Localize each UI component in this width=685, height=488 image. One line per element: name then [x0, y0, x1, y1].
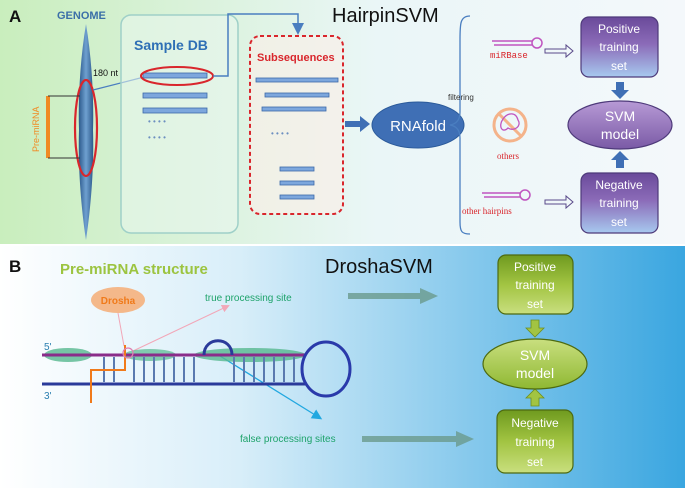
panel-b-svm-node: [482, 338, 588, 390]
subseq-6: [279, 194, 315, 200]
cleavage-site-marker: [122, 347, 134, 359]
db-sequence-3: [142, 107, 208, 114]
panel-b-negative-line-1: Negative: [511, 416, 559, 430]
panel-a-negative-line-3: set: [611, 215, 628, 229]
subseq-dots: • • • •: [271, 129, 289, 138]
subseq-1: [255, 77, 339, 83]
drosha-label: Drosha: [101, 296, 136, 307]
other-hairpins-label: other hairpins: [462, 206, 512, 216]
true-site-to-positive-arrow: [348, 288, 438, 304]
panel-a-svm-line-2: model: [601, 126, 639, 142]
panel-a-positive-line-1: Positive: [598, 22, 640, 36]
panel-a-svm-node: [567, 100, 673, 150]
panel-a-positive-line-3: set: [611, 59, 628, 73]
drosha-node: [91, 287, 145, 313]
nt-label: 180 nt: [93, 68, 119, 78]
false-site-arrow: [219, 355, 323, 420]
sample-db-label: Sample DB: [134, 37, 208, 53]
mirbase-to-positive-arrow: [544, 43, 574, 59]
false-site-to-negative-arrow: [362, 431, 474, 447]
others-forbidden-circle: [492, 107, 528, 143]
filtering-bracket: [449, 15, 471, 235]
mirbase-hairpin-loop: [531, 37, 543, 49]
true-site-label: true processing site: [205, 293, 292, 304]
genome-label: GENOME: [57, 10, 106, 22]
subseq-4: [279, 166, 315, 172]
false-site-label: false processing sites: [240, 434, 336, 445]
five-prime-label: 5': [44, 342, 52, 353]
panel-b-negative-to-svm-arrow: [525, 388, 545, 407]
db-dots-1: • • • •: [148, 117, 166, 126]
panel-b-positive-line-2: training: [515, 278, 554, 292]
drosha-pointer: [117, 312, 125, 347]
mirbase-label: miRBase: [490, 51, 528, 61]
panel-a-svm-line-1: SVM: [605, 108, 635, 124]
db-sequence-2: [142, 92, 208, 99]
subseq-3: [261, 106, 327, 112]
panel-b-negative-line-2: training: [515, 435, 554, 449]
true-site-arrow: [132, 304, 230, 352]
panel-b-positive-line-3: set: [527, 297, 544, 311]
panel-b-negative-line-3: set: [527, 455, 544, 469]
panel-a-negative-to-svm-arrow: [611, 151, 629, 168]
panel-b-positive-line-1: Positive: [514, 260, 556, 274]
structure-bulge: [202, 339, 234, 356]
panel-b-negative-box: [496, 409, 574, 474]
premirna-highlight-ellipse: [73, 78, 99, 178]
db-dots-2: • • • •: [148, 133, 166, 142]
panel-a-title: HairpinSVM: [332, 5, 439, 27]
base-pairs: [103, 357, 295, 382]
others-label: others: [497, 151, 519, 161]
other-hairpin-loop: [519, 189, 531, 201]
filtering-label: filtering: [448, 93, 474, 102]
panel-b-positive-to-svm-arrow: [525, 319, 545, 338]
others-forbidden-slash: [497, 112, 523, 138]
premirna-structure-title: Pre-miRNA structure: [60, 261, 208, 278]
rnafold-node: [371, 101, 465, 149]
panel-b-svm-line-1: SVM: [520, 347, 550, 363]
three-prime-label: 3': [44, 391, 52, 402]
panel-a-positive-box: [580, 16, 659, 78]
panel-b-title: DroshaSVM: [325, 256, 433, 278]
panel-a-negative-box: [580, 172, 659, 234]
subsequences-label: Subsequences: [257, 52, 335, 64]
panel-b-svm-line-2: model: [516, 365, 554, 381]
db-sequence-1: [142, 72, 208, 79]
panel-b-letter: B: [9, 257, 21, 276]
subsequences-to-rnafold-arrow: [345, 116, 370, 132]
panel-a-positive-to-svm-arrow: [611, 82, 629, 99]
panel-a-positive-line-2: training: [599, 40, 638, 54]
hairpins-to-negative-arrow: [544, 194, 574, 210]
genome-chromosome: [78, 24, 94, 240]
subseq-2: [264, 92, 330, 98]
db-to-subsequences-arrow: [213, 13, 304, 77]
panel-b-positive-box: [497, 254, 574, 315]
panel-a-letter: A: [9, 7, 21, 26]
panel-a-negative-line-2: training: [599, 196, 638, 210]
subseq-5: [279, 180, 315, 186]
terminal-loop: [300, 340, 352, 398]
premirna-label: Pre-miRNA: [31, 106, 41, 152]
rnafold-label: RNAfold: [390, 118, 446, 135]
others-structure-icon: [500, 113, 520, 131]
panel-a-negative-line-1: Negative: [595, 178, 643, 192]
